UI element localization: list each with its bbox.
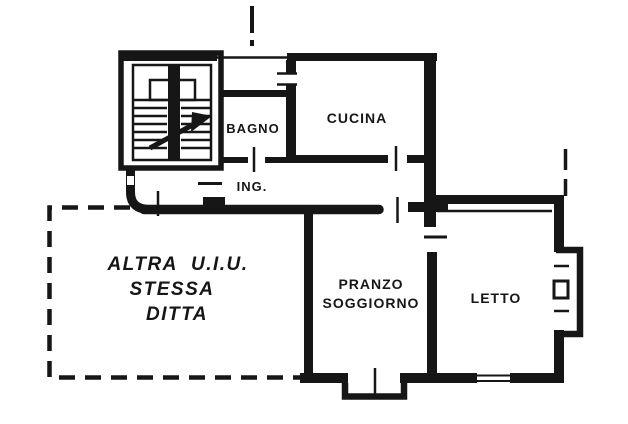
- room-ingresso-walls: [126, 166, 384, 216]
- room-letto-walls: [424, 195, 584, 383]
- altra-uiu-label-line3: DITTA: [146, 304, 208, 325]
- room-cucina-walls: [296, 53, 436, 227]
- stair-arrow-shaft: [148, 119, 200, 151]
- stair-center-divider: [168, 65, 180, 160]
- reference-lines: [250, 6, 568, 196]
- staircase: [118, 50, 224, 171]
- ingresso-left-wall-opening: [127, 176, 134, 185]
- cucina-bottom-wall-left: [296, 155, 388, 163]
- room-labels: BAGNO CUCINA ING. ALTRA U.I.U. STESSA DI…: [106, 110, 522, 325]
- bagno-bottom-wall-left: [220, 157, 248, 163]
- room-label-ingresso: ING.: [237, 179, 268, 194]
- pranzo-letto-divider-wall: [427, 252, 437, 378]
- pranzo-left-wall: [304, 210, 313, 382]
- room-label-bagno: BAGNO: [226, 121, 279, 136]
- altra-uiu-label-line2: STESSA: [129, 279, 214, 300]
- bagno-bottom-wall-right: [265, 157, 286, 163]
- stair-arrow-head: [191, 112, 212, 132]
- ingresso-left-curved-wall: [126, 166, 151, 214]
- letto-top-wall: [424, 195, 564, 204]
- bagno-top-wall: [220, 90, 286, 97]
- letto-bottom-wall-left: [437, 373, 477, 383]
- pranzo-bottom-wall-left: [300, 373, 348, 383]
- top-wall-right-segment: [287, 53, 437, 61]
- letto-right-wall-upper: [554, 195, 564, 252]
- room-label-pranzo: PRANZO: [338, 276, 403, 292]
- letto-right-wall-lower: [554, 330, 564, 383]
- room-pranzo-walls: [304, 210, 313, 382]
- room-label-letto: LETTO: [471, 290, 522, 306]
- stairwell-outer-wall: [118, 50, 224, 171]
- room-label-cucina: CUCINA: [327, 110, 387, 126]
- bay-window-outline: [556, 246, 584, 338]
- cucina-right-wall: [424, 53, 436, 227]
- central-wall-junction: [396, 197, 448, 239]
- letto-bottom-wall-right: [510, 373, 564, 383]
- bay-window-pier: [552, 279, 570, 300]
- stair-treads-right: [181, 98, 210, 150]
- top-wall-left-segment: [119, 53, 217, 61]
- top-outer-wall: [119, 53, 437, 61]
- bagno-cucina-wall-upper: [286, 60, 296, 73]
- altra-uiu-dashed-outline: [47, 205, 303, 380]
- altra-uiu-label-line1: ALTRA U.I.U.: [106, 254, 248, 275]
- altra-uiu-boundary: [47, 205, 303, 380]
- bagno-cucina-wall-lower: [286, 85, 296, 163]
- bottom-walls: [300, 368, 564, 400]
- pranzo-bottom-wall-right: [400, 373, 437, 383]
- ingresso-threshold-bump: [203, 197, 225, 206]
- cucina-bottom-wall-right: [407, 155, 424, 163]
- stair-direction-arrow: [148, 112, 212, 151]
- junction-horizontal-arm: [408, 202, 448, 212]
- room-label-soggiorno: SOGGIORNO: [323, 295, 420, 311]
- room-bagno-walls: [220, 60, 297, 172]
- entry-step: [341, 383, 408, 400]
